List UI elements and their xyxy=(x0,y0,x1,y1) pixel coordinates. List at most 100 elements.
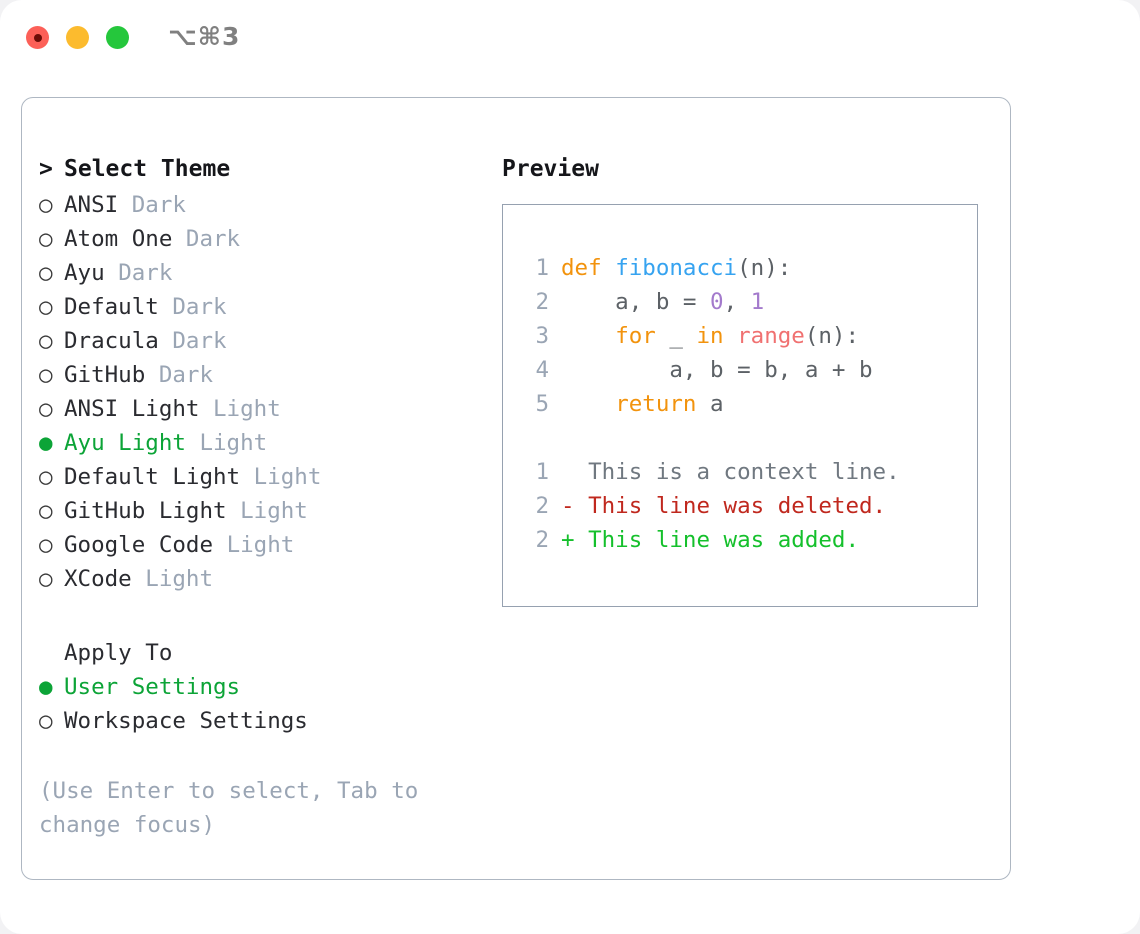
radio-icon[interactable]: ○ xyxy=(39,708,53,734)
theme-name: Google Code xyxy=(64,532,214,558)
theme-variant-label: Dark xyxy=(118,260,173,286)
theme-name: Default xyxy=(64,294,159,320)
diff-sign: + xyxy=(561,527,575,553)
code-token: _ xyxy=(655,323,697,349)
radio-icon[interactable]: ○ xyxy=(39,464,53,490)
apply-to-item-workspace-settings[interactable]: ○ Workspace Settings xyxy=(39,704,489,738)
window-controls xyxy=(26,26,129,49)
line-number: 1 xyxy=(535,459,549,485)
code-token: a, b = xyxy=(561,289,711,315)
code-token: range xyxy=(737,323,805,349)
theme-list: ○ ANSI Dark ○ Atom One Dark ○ xyxy=(39,188,489,596)
code-token: def xyxy=(561,255,616,281)
prompt-caret-icon: > xyxy=(39,156,53,182)
line-number: 2 xyxy=(535,289,549,315)
diff-sign xyxy=(561,455,575,489)
theme-name: XCode xyxy=(64,566,132,592)
code-token: (n): xyxy=(737,255,792,281)
theme-item-github[interactable]: ○ GitHub Dark xyxy=(39,358,489,392)
theme-name: Ayu xyxy=(64,260,105,286)
maximize-button-icon[interactable] xyxy=(106,26,129,49)
line-number: 1 xyxy=(535,255,549,281)
window-title-shortcut: ⌥⌘3 xyxy=(168,22,241,51)
theme-item-xcode[interactable]: ○ XCode Light xyxy=(39,562,489,596)
theme-item-ayu[interactable]: ○ Ayu Dark xyxy=(39,256,489,290)
section-spacer xyxy=(39,596,489,636)
apply-to-marker-placeholder: ○ xyxy=(39,636,64,670)
code-token: a, b = b, a + b xyxy=(561,357,873,383)
theme-variant-label: Dark xyxy=(172,294,227,320)
theme-variant xyxy=(118,188,132,222)
apply-to-title-label: Apply To xyxy=(64,640,173,666)
theme-item-ansi-light[interactable]: ○ ANSI Light Light xyxy=(39,392,489,426)
theme-item-github-light[interactable]: ○ GitHub Light Light xyxy=(39,494,489,528)
radio-icon-selected[interactable]: ● xyxy=(39,674,53,700)
apply-to-item-user-settings[interactable]: ● User Settings xyxy=(39,670,489,704)
code-diff-separator xyxy=(521,421,977,455)
theme-item-ansi[interactable]: ○ ANSI Dark xyxy=(39,188,489,222)
diff-sign: - xyxy=(561,493,575,519)
radio-icon[interactable]: ○ xyxy=(39,260,53,286)
theme-variant xyxy=(213,528,227,562)
apply-to-section: ○ Apply To ● User Settings ○ Workspace S… xyxy=(39,636,489,738)
theme-name: ANSI Light xyxy=(64,396,200,422)
theme-item-google-code[interactable]: ○ Google Code Light xyxy=(39,528,489,562)
radio-icon-selected[interactable]: ● xyxy=(39,430,53,456)
preview-title: Preview xyxy=(502,156,599,182)
code-token: , xyxy=(723,289,751,315)
keyboard-hint-text: (Use Enter to select, Tab to change focu… xyxy=(39,778,419,838)
apply-to-item-label: User Settings xyxy=(64,674,241,700)
diff-line-deleted: 2 - This line was deleted. xyxy=(521,489,977,523)
close-button-icon[interactable] xyxy=(26,26,49,49)
code-token xyxy=(561,319,615,353)
minimize-button-icon[interactable] xyxy=(66,26,89,49)
title-bar: ⌥⌘3 xyxy=(0,0,1140,78)
apply-to-title: ○ Apply To xyxy=(39,636,489,670)
theme-variant-label: Light xyxy=(253,464,322,490)
theme-name: ANSI xyxy=(64,192,119,218)
theme-variant-label: Light xyxy=(240,498,308,524)
code-token xyxy=(724,319,738,353)
radio-icon[interactable]: ○ xyxy=(39,362,53,388)
theme-item-dracula[interactable]: ○ Dracula Dark xyxy=(39,324,489,358)
line-number: 5 xyxy=(535,391,549,417)
radio-icon[interactable]: ○ xyxy=(39,396,53,422)
code-line: 3 for _ in range (n): xyxy=(521,319,977,353)
theme-variant xyxy=(159,290,173,324)
theme-item-default[interactable]: ○ Default Dark xyxy=(39,290,489,324)
line-number: 2 xyxy=(535,493,549,519)
code-token: a xyxy=(696,391,724,417)
theme-variant-label: Light xyxy=(199,430,268,456)
preview-box: 1 def fibonacci (n): 2 a, b = 0 , 1 xyxy=(502,204,978,607)
theme-variant-label: Dark xyxy=(158,362,214,388)
code-token: 0 xyxy=(710,289,724,315)
radio-icon[interactable]: ○ xyxy=(39,328,53,354)
radio-icon[interactable]: ○ xyxy=(39,532,53,558)
code-token: (n): xyxy=(804,323,860,349)
radio-icon[interactable]: ○ xyxy=(39,226,53,252)
radio-icon[interactable]: ○ xyxy=(39,566,53,592)
theme-variant-label: Light xyxy=(145,566,214,592)
theme-variant xyxy=(199,392,213,426)
diff-text: This line was deleted. xyxy=(574,493,887,519)
theme-name: Atom One xyxy=(64,226,173,252)
theme-variant xyxy=(105,256,119,290)
select-theme-header: > Select Theme xyxy=(39,151,489,187)
radio-icon[interactable]: ○ xyxy=(39,192,53,218)
radio-icon[interactable]: ○ xyxy=(39,498,53,524)
theme-selector-column: > Select Theme ○ ANSI Dark ○ Atom One xyxy=(39,151,489,842)
theme-item-default-light[interactable]: ○ Default Light Light xyxy=(39,460,489,494)
theme-item-ayu-light[interactable]: ● Ayu Light Light xyxy=(39,426,489,460)
theme-variant-label: Dark xyxy=(172,328,227,354)
diff-text: This line was added. xyxy=(574,527,860,553)
code-line: 4 a, b = b, a + b xyxy=(521,353,977,387)
theme-variant-label: Light xyxy=(213,396,281,422)
theme-variant xyxy=(159,324,173,358)
theme-variant xyxy=(145,358,159,392)
theme-name: Ayu Light xyxy=(64,430,186,456)
theme-variant-label: Light xyxy=(226,532,295,558)
theme-item-atom-one[interactable]: ○ Atom One Dark xyxy=(39,222,489,256)
theme-variant xyxy=(227,494,241,528)
radio-icon[interactable]: ○ xyxy=(39,294,53,320)
